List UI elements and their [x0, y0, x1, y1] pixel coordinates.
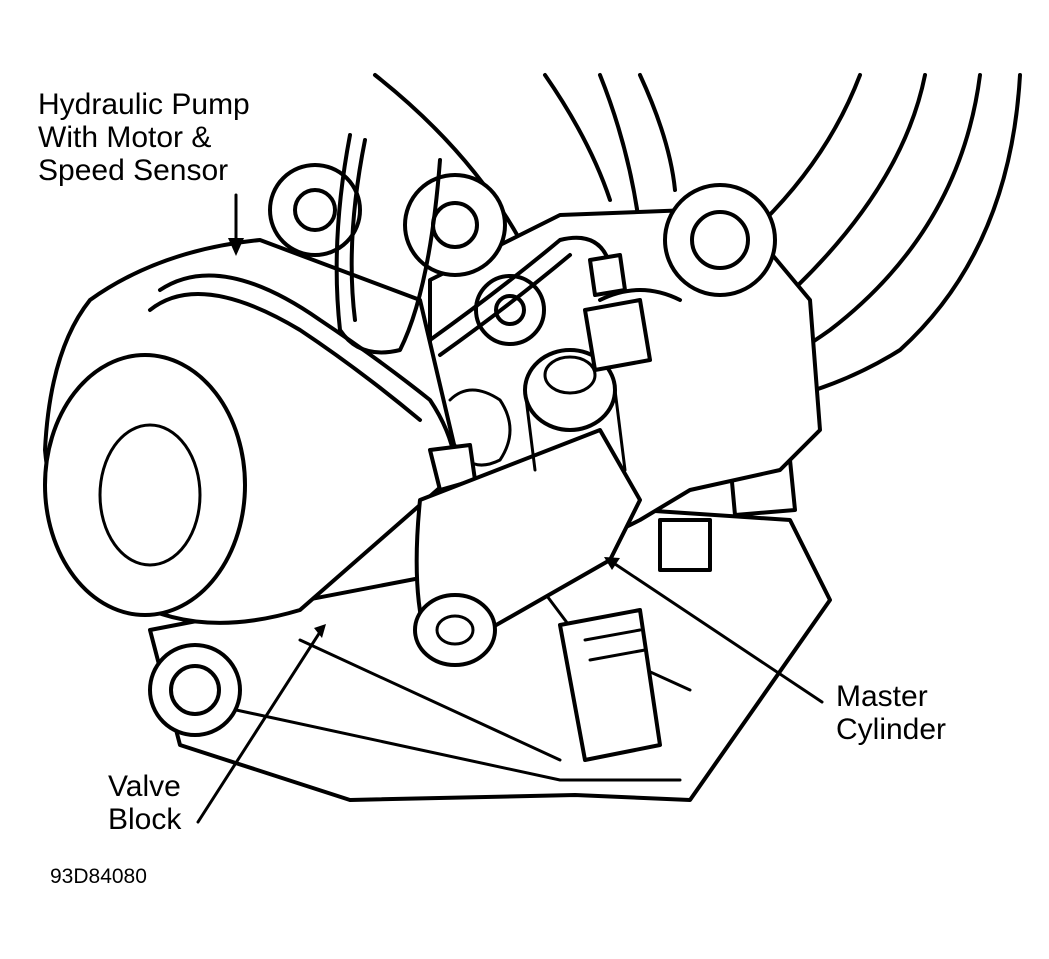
pump-callout-line-3: Speed Sensor — [38, 154, 229, 187]
master-cylinder — [413, 288, 682, 667]
pump-leader-arrowhead — [228, 238, 244, 256]
valve-block-callout-line-1: Valve — [108, 770, 181, 803]
figure-code: 93D84080 — [50, 865, 147, 888]
master-cylinder-callout: Master Cylinder — [836, 680, 946, 746]
pump-callout-line-1: Hydraulic Pump — [38, 88, 250, 121]
pump-motor — [43, 163, 507, 625]
master-cylinder-callout-line-1: Master — [836, 680, 928, 713]
brake-lines — [148, 133, 627, 492]
master-cylinder-leader-line — [610, 560, 824, 704]
valve-block-leader-arrowhead — [314, 624, 326, 638]
pump-callout-line-2: With Motor & — [38, 121, 212, 154]
pump-callout: Hydraulic Pump With Motor & Speed Sensor — [38, 88, 250, 187]
valve-block-callout-line-2: Block — [108, 803, 182, 836]
master-cylinder-callout-line-2: Cylinder — [836, 713, 947, 746]
valve-block-callout: Valve Block — [108, 770, 181, 836]
leader-lines — [196, 193, 824, 824]
master-cylinder-leader-arrowhead — [604, 557, 620, 570]
valve-block-leader-line — [196, 630, 322, 824]
